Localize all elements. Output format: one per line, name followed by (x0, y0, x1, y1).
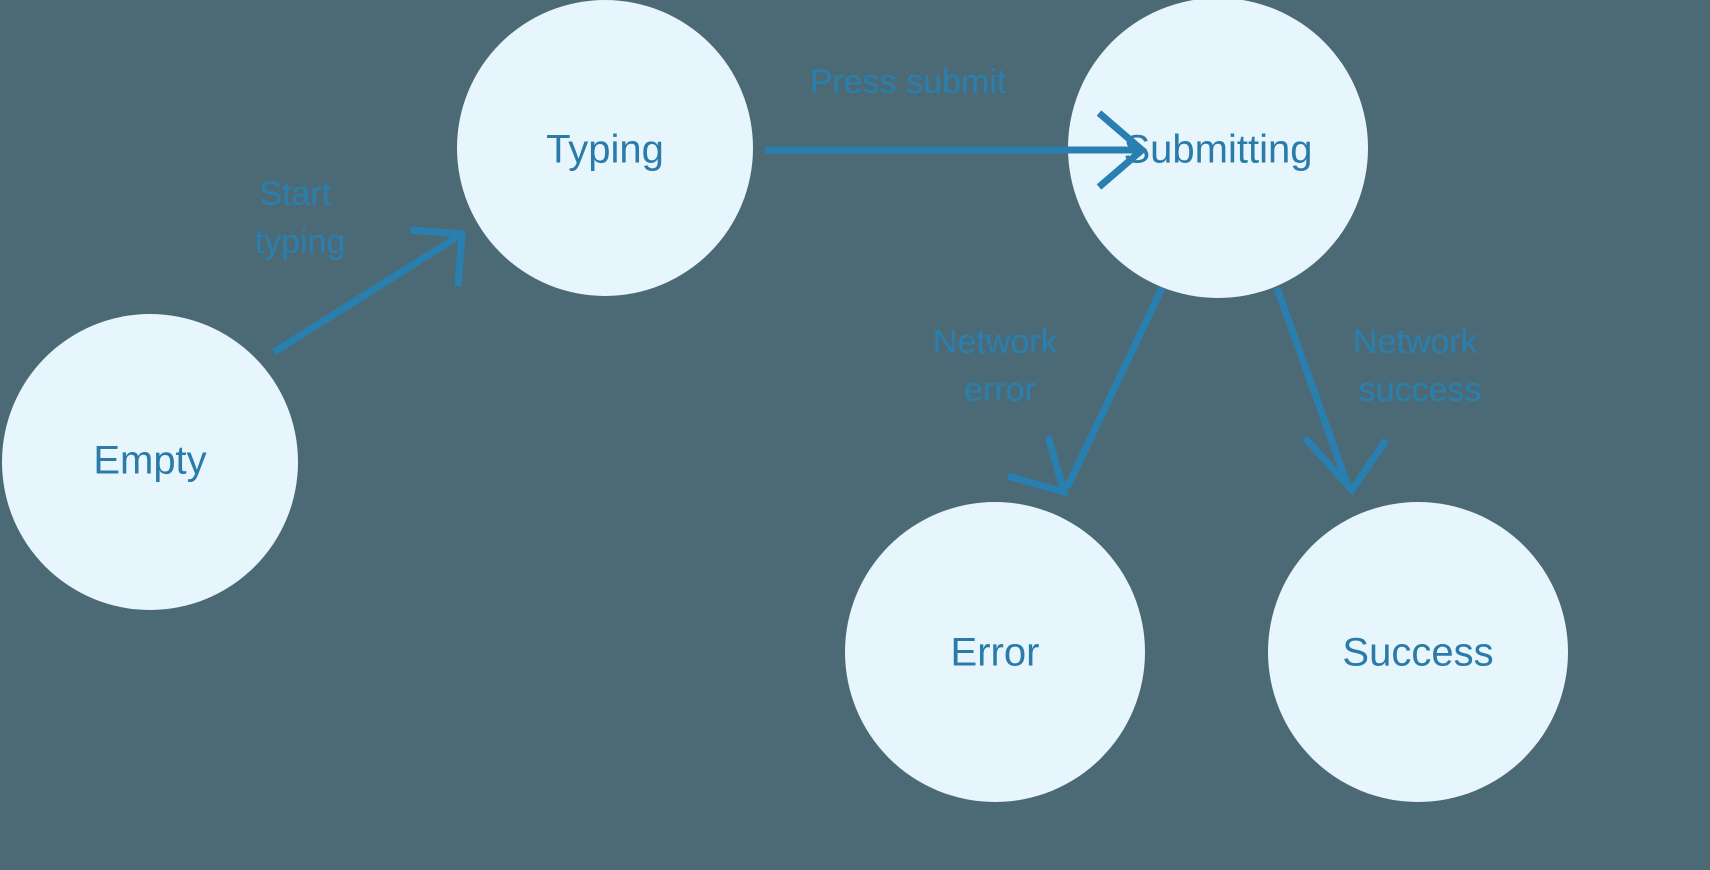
transition-typing-to-submitting-label: Press submit (810, 63, 1007, 101)
transition-label-line: success (1359, 371, 1482, 409)
state-node-submitting[interactable]: Submitting (1068, 0, 1368, 298)
transition-submitting-to-error-line (1063, 286, 1166, 490)
transition-label-line: error (964, 371, 1036, 409)
state-node-submitting-circle[interactable] (1068, 0, 1368, 298)
transition-submitting-to-success-arrowhead (1302, 435, 1389, 496)
transition-typing-to-submitting-arrowhead (1096, 110, 1148, 190)
transition-submitting-to-success-label: Network success (1353, 323, 1487, 409)
transition-empty-to-typing[interactable]: Start typing (255, 175, 466, 355)
transition-submitting-to-success[interactable]: Network success (1273, 286, 1487, 496)
transition-label-line: Network (933, 323, 1059, 361)
state-node-typing-circle[interactable] (457, 0, 753, 296)
state-node-error-label: Error (951, 631, 1040, 675)
state-node-typing-label: Typing (546, 128, 664, 172)
state-node-empty-circle[interactable] (2, 314, 298, 610)
state-node-error[interactable]: Error (845, 502, 1145, 802)
state-node-success-label: Success (1342, 631, 1493, 675)
state-node-error-circle[interactable] (845, 502, 1145, 802)
transition-typing-to-submitting[interactable]: Press submit (765, 63, 1148, 190)
state-node-success-circle[interactable] (1268, 502, 1568, 802)
state-node-empty-label: Empty (93, 439, 206, 483)
state-node-success[interactable]: Success (1268, 502, 1568, 802)
state-node-empty[interactable]: Empty (2, 314, 298, 610)
transition-empty-to-typing-line (272, 231, 464, 355)
transition-empty-to-typing-arrowhead (409, 226, 466, 287)
transition-label-line: Network (1353, 323, 1479, 361)
transition-submitting-to-success-line (1273, 286, 1352, 488)
transition-label-line: typing (255, 223, 346, 261)
transition-submitting-to-error-label: Network error (933, 323, 1067, 409)
transition-submitting-to-error[interactable]: Network error (933, 286, 1166, 498)
transition-submitting-to-error-arrowhead (1007, 435, 1070, 498)
state-node-submitting-label: Submitting (1124, 128, 1313, 172)
transition-label-line: Start (259, 175, 331, 213)
transition-empty-to-typing-label: Start typing (255, 175, 346, 261)
transition-label-line: Press submit (810, 63, 1007, 101)
state-node-typing[interactable]: Typing (457, 0, 753, 296)
